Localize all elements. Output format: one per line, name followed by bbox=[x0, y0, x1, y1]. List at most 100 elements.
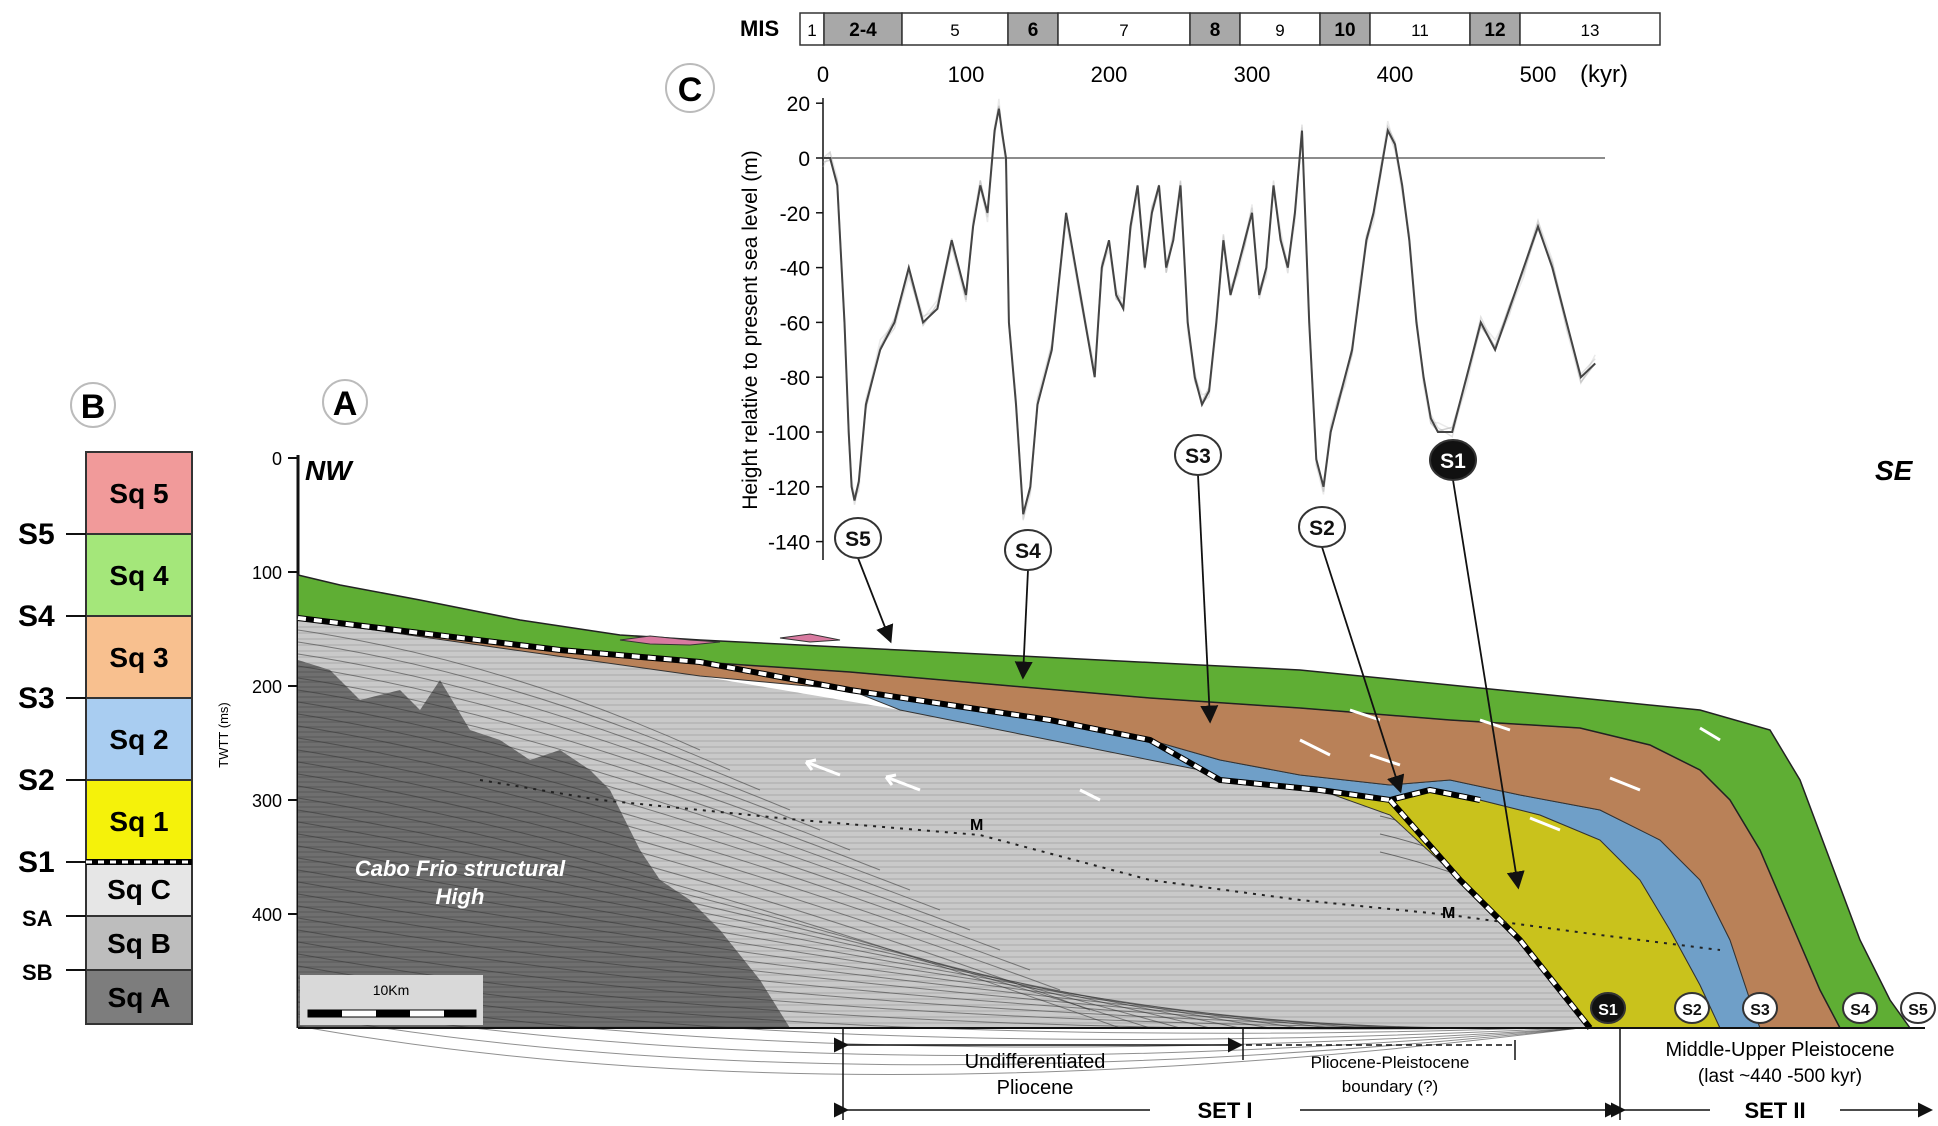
sequence-column: Sq 5Sq 4Sq 3Sq 2Sq 1Sq CSq BSq A bbox=[85, 451, 193, 1025]
kyr-tick-label: 400 bbox=[1377, 62, 1414, 87]
mis-stage-cell bbox=[901, 12, 1009, 46]
m-label: M bbox=[970, 817, 983, 834]
reflector-line bbox=[297, 1001, 1581, 1057]
middle-label-1: Middle-Upper Pleistocene bbox=[1665, 1039, 1894, 1061]
bottom-surface-marker bbox=[1742, 992, 1778, 1024]
mis-stage-cell bbox=[1057, 12, 1191, 46]
surface-marker bbox=[1298, 506, 1346, 548]
set2-label: SET II bbox=[1744, 1098, 1805, 1123]
bottom-surface-label: S1 bbox=[1598, 1002, 1618, 1019]
kyr-tick-label: 200 bbox=[1091, 62, 1128, 87]
s1-surface-dash bbox=[297, 616, 1481, 803]
surface-label: S4 bbox=[18, 600, 55, 633]
high-label-2: High bbox=[436, 884, 485, 909]
reflector-line bbox=[297, 665, 791, 811]
panel-c-background bbox=[740, 95, 1620, 563]
reflector-line bbox=[297, 893, 1361, 1029]
mis-stage-cell bbox=[1007, 12, 1059, 46]
reflector-line bbox=[297, 1013, 1581, 1066]
undiff-label-2: Pliocene bbox=[997, 1077, 1074, 1099]
surface-marker-label: S1 bbox=[1440, 450, 1466, 473]
boundary-label-1: Pliocene-Pleistocene bbox=[1311, 1053, 1470, 1072]
sequence-box: Sq 3 bbox=[85, 615, 193, 699]
sequence-box-label: Sq 5 bbox=[109, 478, 168, 509]
surface-marker-label: S3 bbox=[1185, 445, 1211, 468]
bottom-surface-label: S5 bbox=[1908, 1002, 1928, 1019]
surface-marker bbox=[834, 517, 882, 559]
sq5-unit bbox=[619, 635, 721, 646]
reflector-line bbox=[297, 869, 1301, 1029]
surface-label: S5 bbox=[18, 518, 55, 551]
undiff-label-1: Undifferentiated bbox=[965, 1051, 1106, 1073]
twtt-tick-label: 400 bbox=[252, 905, 282, 925]
se-label: SE bbox=[1875, 455, 1914, 486]
kyr-tick-label: 300 bbox=[1234, 62, 1271, 87]
sea-level-tick-label: -100 bbox=[768, 422, 810, 445]
sequence-box: Sq 2 bbox=[85, 697, 193, 781]
sequence-box-label: Sq 1 bbox=[109, 806, 168, 837]
mis-stage-label: 1 bbox=[807, 21, 816, 40]
bottom-surface-marker bbox=[1590, 992, 1626, 1024]
twtt-axis-title: TWTT (ms) bbox=[216, 702, 231, 767]
twtt-tick-label: 100 bbox=[252, 563, 282, 583]
mis-stage-cell bbox=[1519, 12, 1661, 46]
sequence-box: Sq 1 bbox=[85, 779, 193, 863]
reflector-line bbox=[297, 785, 1091, 1011]
surface-arrow bbox=[1197, 474, 1219, 724]
middle-label-2: (last ~440 -500 kyr) bbox=[1698, 1066, 1862, 1087]
sea-level-tick-label: -60 bbox=[780, 312, 810, 335]
bottom-surface-label: S4 bbox=[1850, 1002, 1870, 1019]
reflector-line bbox=[297, 881, 1331, 1029]
sequence-box: Sq B bbox=[85, 915, 193, 971]
sequence-box-fill bbox=[85, 969, 193, 1025]
mis-stage-cell bbox=[1319, 12, 1371, 46]
mis-stage-label: 2-4 bbox=[849, 20, 877, 41]
s1-lower-dash bbox=[1388, 798, 1592, 1030]
surface-arrow bbox=[1321, 546, 1405, 794]
bottom-surface-marker bbox=[1674, 992, 1710, 1024]
bottom-surface-marker bbox=[1900, 992, 1936, 1024]
mis-stage-label: 7 bbox=[1119, 21, 1128, 40]
panel-b-badge bbox=[70, 382, 116, 428]
surface-marker bbox=[1174, 434, 1222, 476]
kyr-tick-label: 0 bbox=[817, 62, 829, 87]
high-label-1: Cabo Frio structural bbox=[355, 856, 566, 881]
sequence-box-label: Sq 4 bbox=[109, 560, 169, 591]
twtt-tick-label: 300 bbox=[252, 791, 282, 811]
panel-c-label: C bbox=[678, 71, 703, 109]
surface-label: S3 bbox=[18, 682, 55, 715]
reflector-line bbox=[297, 773, 1061, 991]
sq5-unit-2 bbox=[779, 633, 841, 643]
m-reflector bbox=[479, 779, 1721, 951]
sea-level-tick-label: -40 bbox=[780, 258, 810, 281]
sequence-box: Sq A bbox=[85, 969, 193, 1025]
sea-level-tick-label: 0 bbox=[798, 148, 810, 171]
reflector-line bbox=[297, 629, 701, 751]
sea-level-tick-label: -20 bbox=[780, 203, 810, 226]
kyr-tick-label: 500 bbox=[1520, 62, 1557, 87]
scale-bar-label: 10Km bbox=[373, 982, 410, 998]
sequence-box: Sq 4 bbox=[85, 533, 193, 617]
surface-marker bbox=[1004, 529, 1052, 571]
reflector-line bbox=[297, 713, 911, 891]
surface-marker-label: S4 bbox=[1015, 540, 1041, 563]
twtt-tick-label: 200 bbox=[252, 677, 282, 697]
reflector-line bbox=[297, 905, 1391, 1029]
surface-label: S1 bbox=[18, 846, 55, 879]
surface-arrow bbox=[857, 557, 894, 644]
sea-level-axis-title: Height relative to present sea level (m) bbox=[739, 150, 762, 510]
mis-stage-label: 12 bbox=[1484, 20, 1505, 41]
sea-level-curve bbox=[823, 108, 1596, 515]
reflector-line bbox=[297, 749, 1001, 951]
scale-bar: 10Km bbox=[300, 975, 483, 1025]
m-label-2: M bbox=[1442, 905, 1455, 922]
sequence-box-label: Sq 3 bbox=[109, 642, 168, 673]
